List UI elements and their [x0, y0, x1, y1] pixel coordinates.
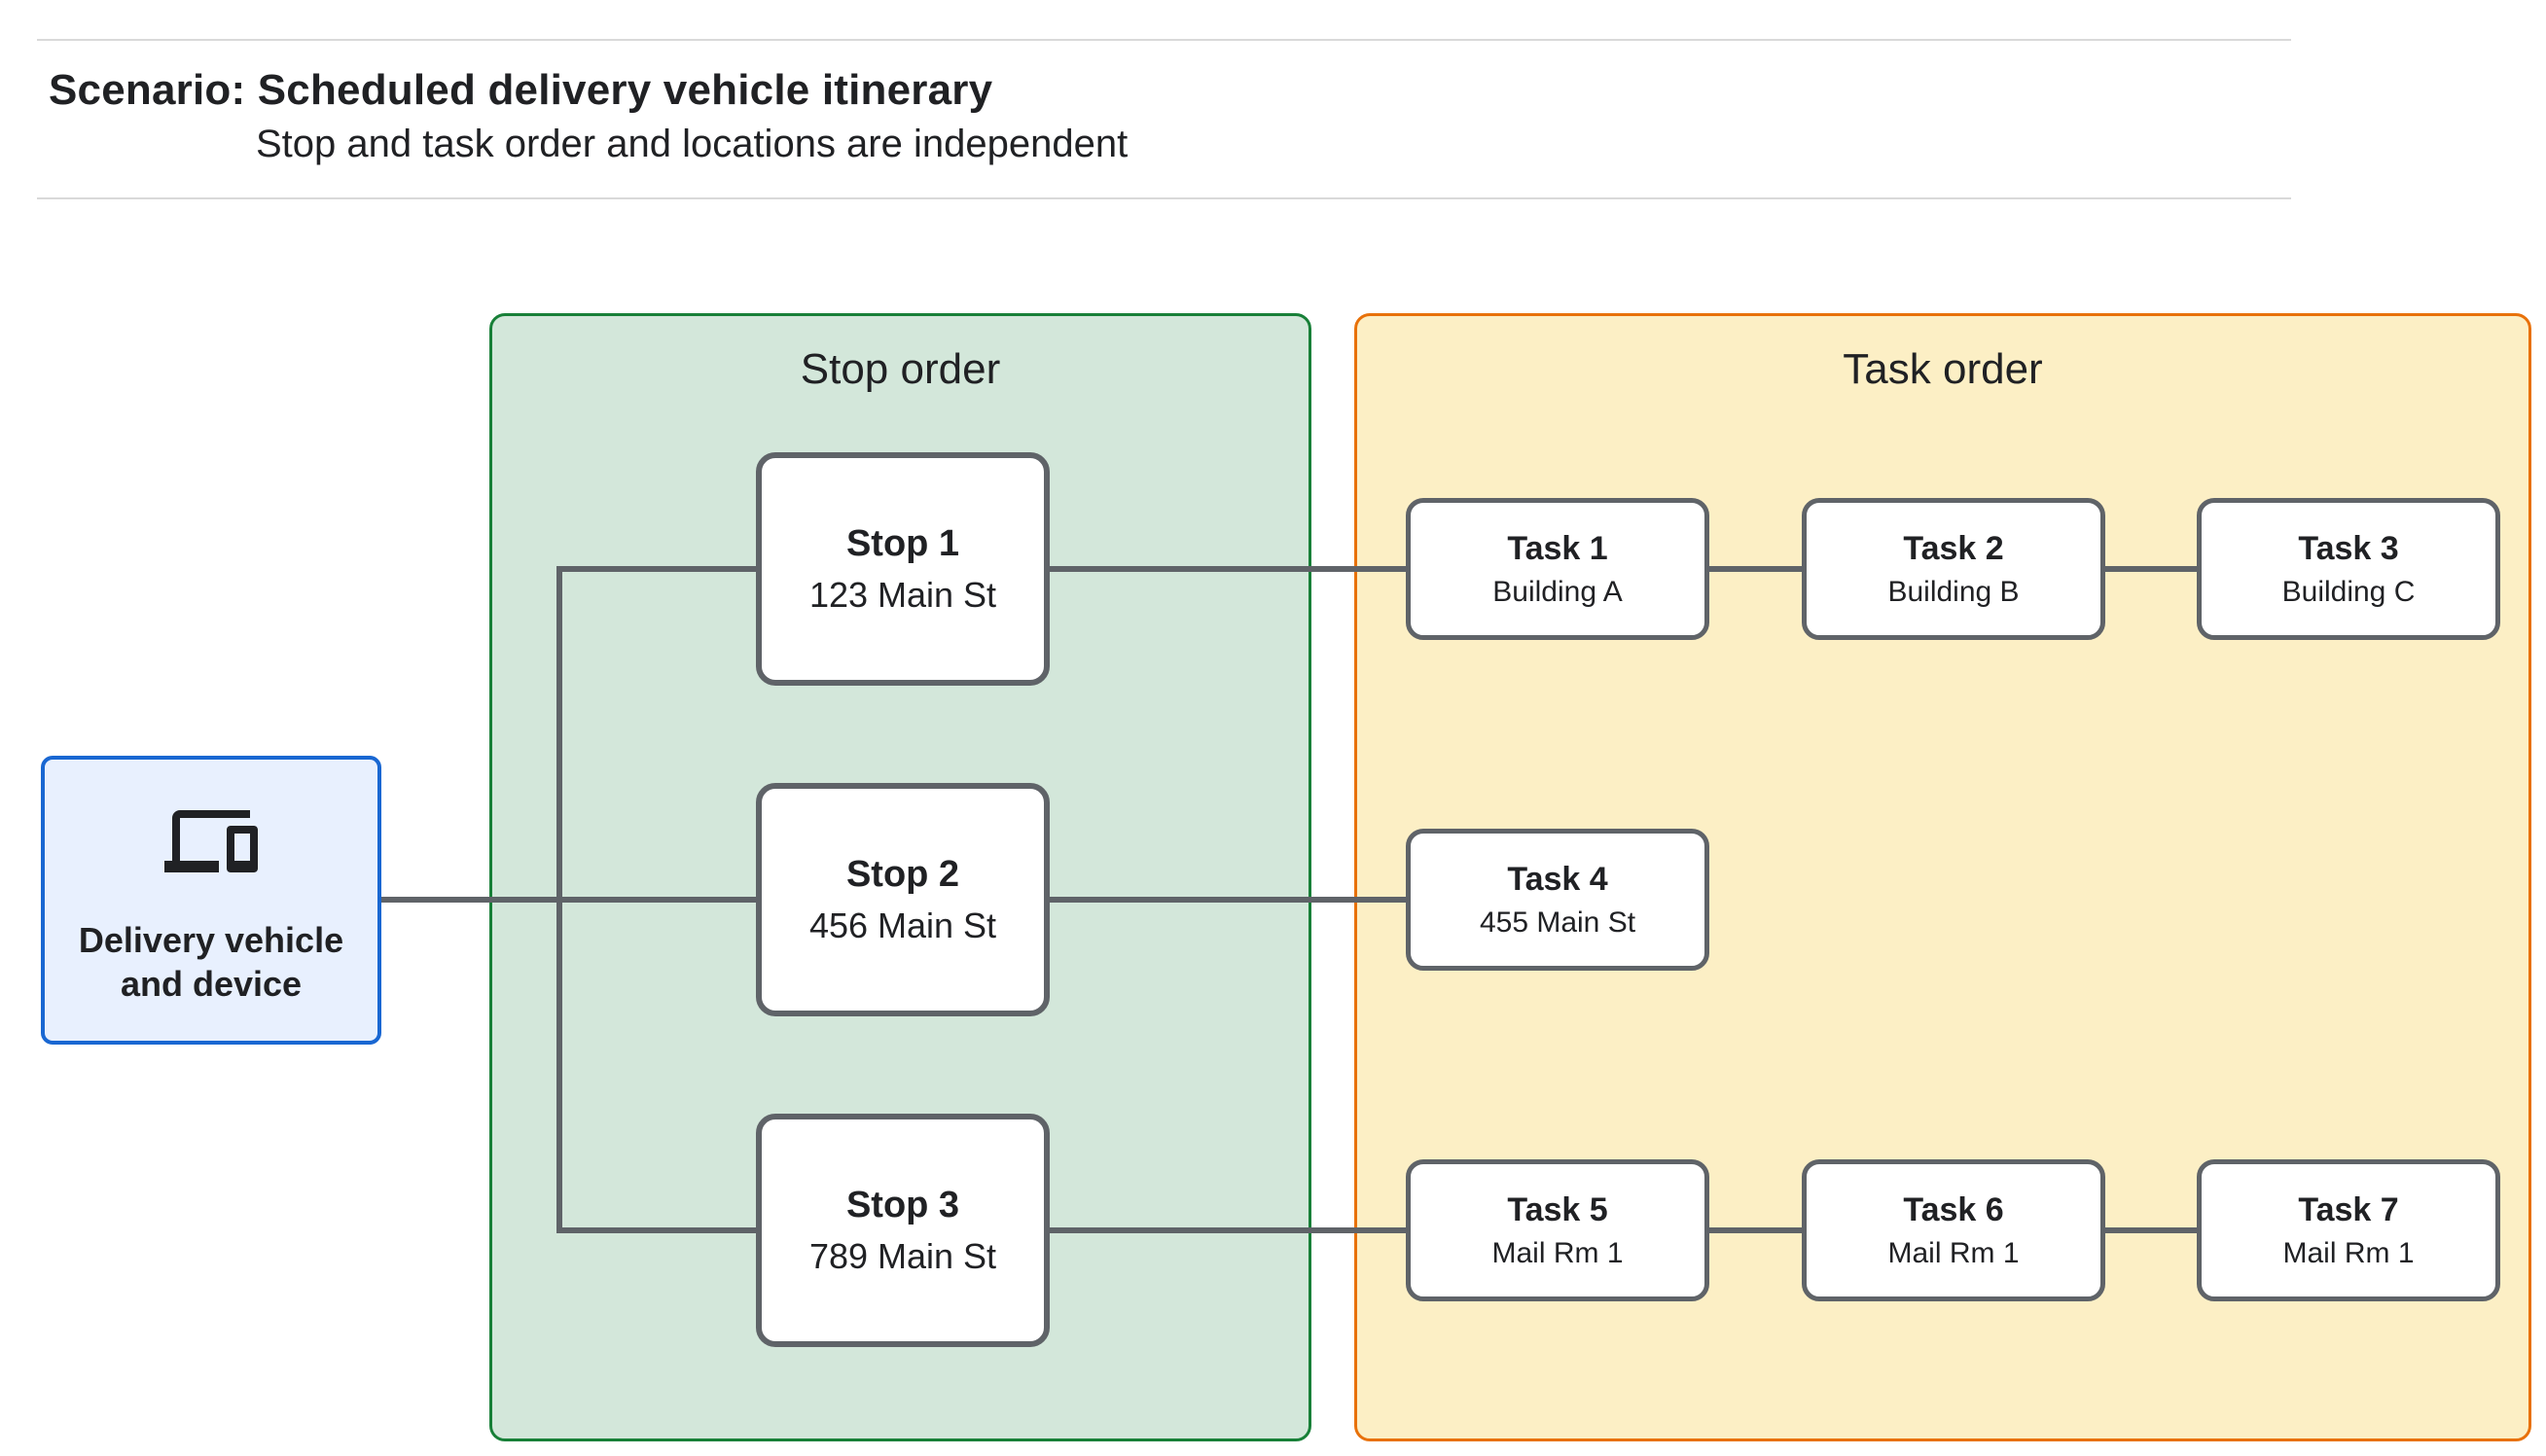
- connector-task2-to-task3: [2103, 566, 2201, 572]
- header-divider-bottom: [37, 197, 2291, 199]
- task-name: Task 4: [1507, 860, 1608, 898]
- task-name: Task 2: [1903, 529, 2004, 567]
- task-location: Building C: [2281, 575, 2416, 608]
- task-location: 455 Main St: [1479, 906, 1636, 939]
- task-name: Task 3: [2298, 529, 2399, 567]
- header-divider-top: [37, 39, 2291, 41]
- task-location: Mail Rm 1: [2282, 1236, 2415, 1269]
- connector-trunk-to-stop1: [556, 566, 758, 572]
- node-task-2: Task 2 Building B: [1802, 498, 2105, 640]
- connector-trunk-vertical: [556, 566, 562, 1233]
- stop-name: Stop 2: [845, 853, 960, 895]
- task-order-panel-title: Task order: [1843, 345, 2043, 393]
- stop-address: 123 Main St: [808, 574, 997, 615]
- node-task-6: Task 6 Mail Rm 1: [1802, 1159, 2105, 1301]
- connector-task6-to-task7: [2103, 1227, 2201, 1233]
- page-subtitle: Stop and task order and locations are in…: [256, 123, 1129, 165]
- node-delivery-vehicle: Delivery vehicle and device: [41, 756, 381, 1045]
- node-stop-1: Stop 1 123 Main St: [756, 452, 1050, 686]
- task-location: Mail Rm 1: [1491, 1236, 1624, 1269]
- node-task-3: Task 3 Building C: [2197, 498, 2500, 640]
- connector-stop2-to-task4: [1048, 897, 1410, 903]
- node-task-1: Task 1 Building A: [1406, 498, 1709, 640]
- connector-task1-to-task2: [1707, 566, 1805, 572]
- task-name: Task 5: [1507, 1190, 1608, 1228]
- stop-address: 456 Main St: [808, 905, 997, 945]
- connector-device-to-stop2: [379, 897, 758, 903]
- page-title: Scenario: Scheduled delivery vehicle iti…: [49, 66, 993, 114]
- connector-stop1-to-task1: [1048, 566, 1410, 572]
- devices-icon: [164, 793, 258, 890]
- connector-stop3-to-task5: [1048, 1227, 1410, 1233]
- node-task-4: Task 4 455 Main St: [1406, 829, 1709, 971]
- node-task-7: Task 7 Mail Rm 1: [2197, 1159, 2500, 1301]
- task-name: Task 1: [1507, 529, 1608, 567]
- connector-task5-to-task6: [1707, 1227, 1805, 1233]
- stop-order-panel-title: Stop order: [800, 345, 1001, 393]
- node-delivery-vehicle-label: Delivery vehicle and device: [78, 920, 344, 1004]
- stop-name: Stop 1: [845, 522, 960, 564]
- task-location: Building A: [1492, 575, 1623, 608]
- stop-name: Stop 3: [845, 1184, 960, 1225]
- task-name: Task 7: [2298, 1190, 2399, 1228]
- node-stop-2: Stop 2 456 Main St: [756, 783, 1050, 1016]
- stop-address: 789 Main St: [808, 1235, 997, 1276]
- connector-trunk-to-stop3: [556, 1227, 758, 1233]
- node-stop-3: Stop 3 789 Main St: [756, 1114, 1050, 1347]
- task-name: Task 6: [1903, 1190, 2004, 1228]
- node-task-5: Task 5 Mail Rm 1: [1406, 1159, 1709, 1301]
- task-location: Building B: [1887, 575, 2020, 608]
- task-location: Mail Rm 1: [1887, 1236, 2020, 1269]
